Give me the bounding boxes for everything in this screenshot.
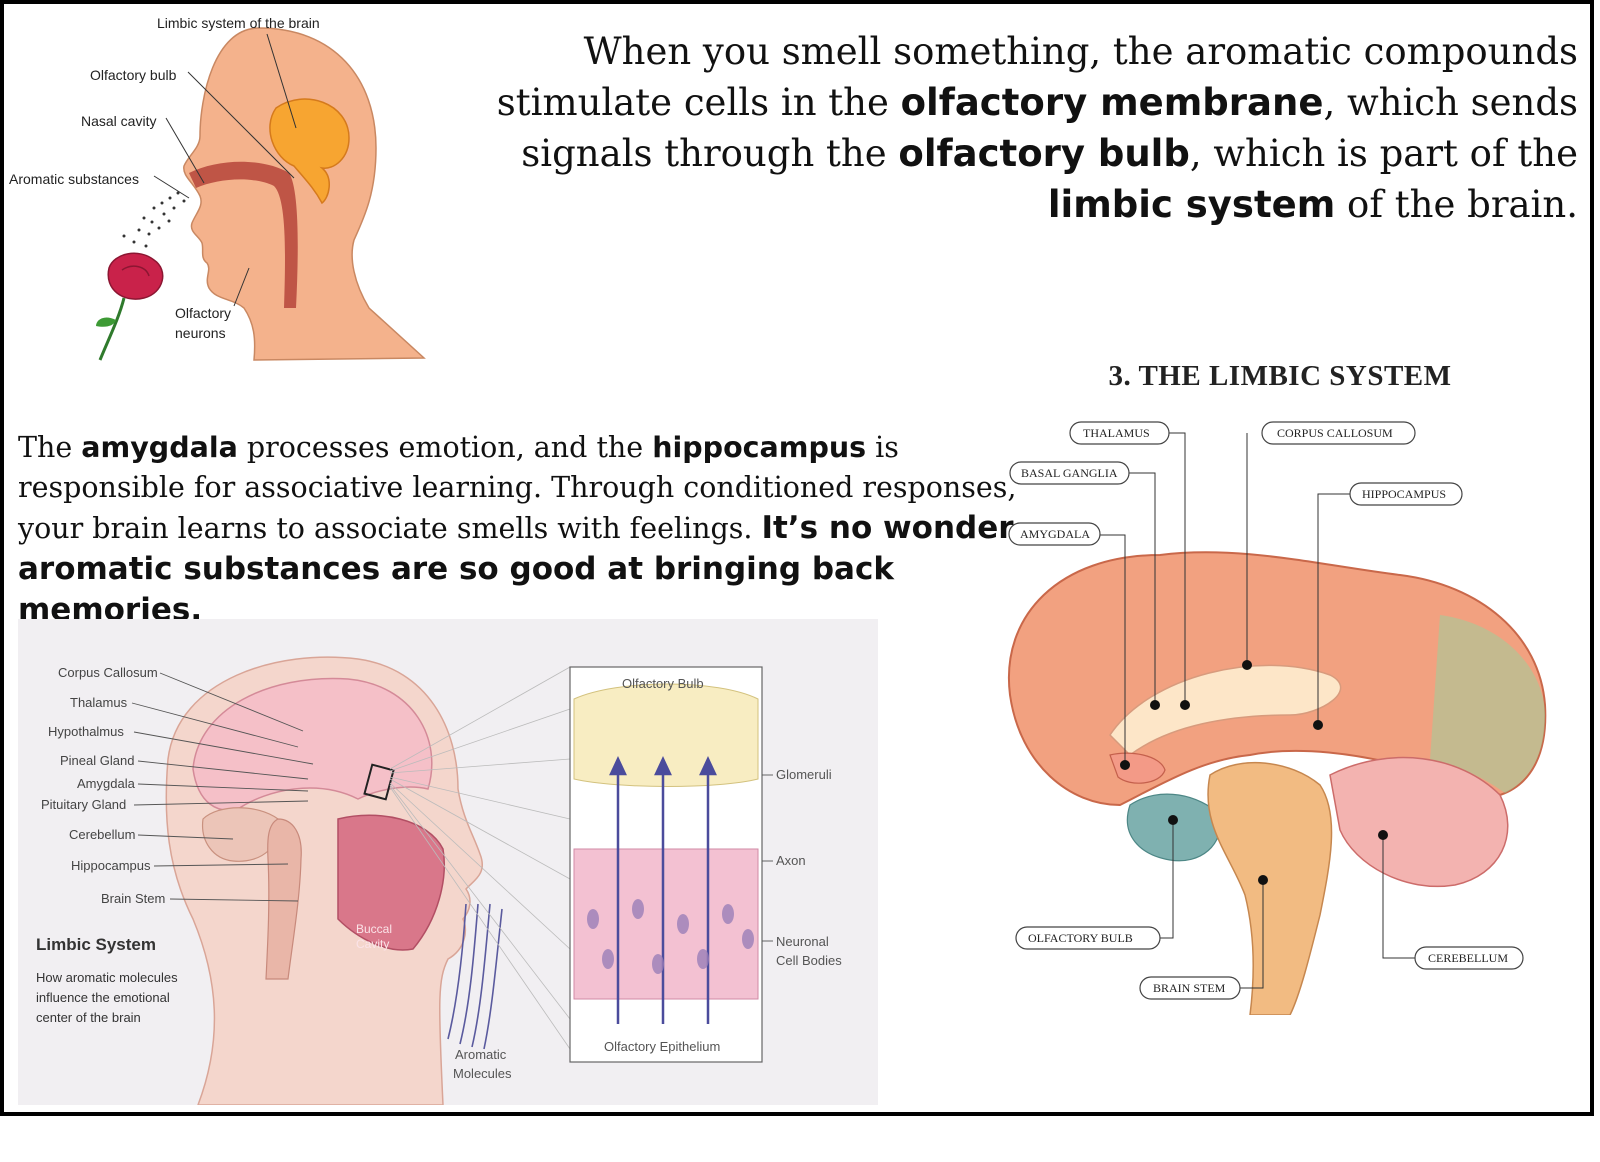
label-hippocampus: HIPPOCAMPUS — [1362, 487, 1446, 501]
amyg-text-2: processes emotion, and the — [237, 431, 653, 464]
label-hippocampus: Hippocampus — [71, 858, 151, 873]
label-brain-stem: Brain Stem — [101, 891, 165, 906]
label-thalamus-tag: THALAMUS — [1069, 421, 1170, 445]
amyg-text-3: is responsible for associative learning.… — [18, 431, 1017, 545]
aromatic-arrows — [447, 903, 503, 1050]
label-nasal-cavity: Nasal cavity — [81, 113, 156, 129]
limbic-system-heading: 3. THE LIMBIC SYSTEM — [1108, 360, 1452, 392]
label-buccal-1: Buccal — [356, 922, 392, 936]
brain-leader-lines — [1100, 432, 1415, 989]
intro-bold-limbic-system: limbic system — [1047, 183, 1336, 226]
cerebellum-shape-right — [1329, 756, 1509, 887]
label-hypothalmus: Hypothalmus — [48, 724, 124, 739]
label-basal-ganglia: BASAL GANGLIA — [1021, 466, 1118, 480]
label-amygdala-tag: AMYGDALA — [1008, 522, 1101, 546]
brain-limbic-shape — [269, 98, 350, 205]
label-olfactory-bulb: Olfactory bulb — [90, 67, 177, 83]
label-cerebellum: CEREBELLUM — [1428, 951, 1508, 965]
inset-epithelium — [573, 848, 759, 1000]
label-corpus-callosum-tag: CORPUS CALLOSUM — [1261, 421, 1416, 445]
inset-label-olfactory-epithelium: Olfactory Epithelium — [604, 1039, 720, 1054]
nose-leader-lines — [153, 33, 297, 307]
label-brain-stem-tag: BRAIN STEM — [1139, 976, 1241, 1000]
aromatic-dots — [122, 191, 186, 248]
limbic-system-title: Limbic System — [36, 935, 156, 954]
cerebrum-green-region — [1430, 615, 1545, 793]
label-aromatic-molecules-1: Aromatic — [455, 1047, 507, 1062]
inset-axon-arrows — [609, 756, 717, 1024]
left-leader-lines — [131, 672, 773, 942]
label-aromatic-substances: Aromatic substances — [9, 171, 139, 187]
inset-cell-bodies — [587, 899, 754, 974]
label-cerebellum-tag: CEREBELLUM — [1414, 946, 1524, 970]
brain-dots — [1120, 660, 1388, 885]
intro-text-3: , which is part of the — [1189, 132, 1578, 175]
amygdala-paragraph: The amygdala processes emotion, and the … — [18, 428, 1048, 631]
inset-label-axon: Axon — [776, 853, 806, 868]
fan-lines — [389, 666, 571, 1050]
label-brain-stem: BRAIN STEM — [1153, 981, 1226, 995]
caption-line-3: center of the brain — [36, 1010, 141, 1025]
label-limbic-system: Limbic system of the brain — [157, 15, 320, 31]
caption-line-2: influence the emotional — [36, 990, 170, 1005]
label-thalamus: Thalamus — [70, 695, 128, 710]
brainstem — [1207, 761, 1333, 1015]
label-amygdala: AMYGDALA — [1020, 527, 1090, 541]
label-olfactory-bulb: OLFACTORY BULB — [1028, 931, 1133, 945]
intro-paragraph: When you smell something, the aromatic c… — [470, 26, 1578, 230]
intro-text-1: When you smell something, the aromatic c… — [496, 30, 1578, 124]
intro-bold-olfactory-membrane: olfactory membrane — [900, 81, 1324, 124]
label-olfactory-bulb-tag: OLFACTORY BULB — [1015, 926, 1161, 950]
head-cross-section-diagram: Corpus Callosum Thalamus Hypothalmus Pin… — [18, 619, 878, 1105]
label-olfactory-neurons-1: Olfactory — [175, 305, 231, 321]
inset-label-olfactory-bulb: Olfactory Bulb — [622, 676, 704, 691]
brain-sagittal-diagram: THALAMUS CORPUS CALLOSUM BASAL GANGLIA H… — [1007, 421, 1547, 1015]
inset-label-glomeruli: Glomeruli — [776, 767, 832, 782]
olfactory-focus-box — [363, 763, 395, 801]
intro-text-4: of the brain. — [1335, 183, 1578, 226]
rose-flower — [96, 252, 164, 361]
buccal-cavity — [337, 814, 445, 951]
label-buccal-2: Cavity — [356, 937, 389, 951]
intro-text-2: , which sends signals through the — [521, 81, 1578, 175]
caption-line-1: How aromatic molecules — [36, 970, 178, 985]
left-labels: Corpus Callosum Thalamus Hypothalmus Pin… — [41, 665, 165, 906]
inset-label-neuronal-2: Cell Bodies — [776, 953, 842, 968]
corpus-callosum-shape — [1109, 664, 1342, 756]
amyg-bold-amygdala: amygdala — [81, 431, 238, 464]
label-corpus-callosum: Corpus Callosum — [58, 665, 158, 680]
brain-stem-shape — [265, 818, 302, 980]
intro-bold-olfactory-bulb: olfactory bulb — [898, 132, 1190, 175]
label-thalamus: THALAMUS — [1083, 426, 1150, 440]
head-silhouette — [183, 27, 426, 361]
amyg-text-1: The — [18, 431, 82, 464]
label-hippocampus-tag: HIPPOCAMPUS — [1349, 482, 1463, 506]
label-pituitary-gland: Pituitary Gland — [41, 797, 126, 812]
label-corpus-callosum: CORPUS CALLOSUM — [1277, 426, 1393, 440]
amyg-bold-hippocampus: hippocampus — [652, 431, 867, 464]
amyg-bold-memories: It’s no wonder aromatic substances are s… — [18, 510, 1014, 628]
label-aromatic-molecules-2: Molecules — [453, 1066, 512, 1081]
nose-smell-diagram: Limbic system of the brain Olfactory bul… — [9, 15, 426, 361]
inset-label-neuronal-1: Neuronal — [776, 934, 829, 949]
label-amygdala: Amygdala — [77, 776, 136, 791]
label-cerebellum: Cerebellum — [69, 827, 135, 842]
label-olfactory-neurons-2: neurons — [175, 325, 226, 341]
label-basal-ganglia-tag: BASAL GANGLIA — [1009, 461, 1130, 485]
label-pineal-gland: Pineal Gland — [60, 753, 134, 768]
olfactory-region — [1126, 793, 1222, 862]
